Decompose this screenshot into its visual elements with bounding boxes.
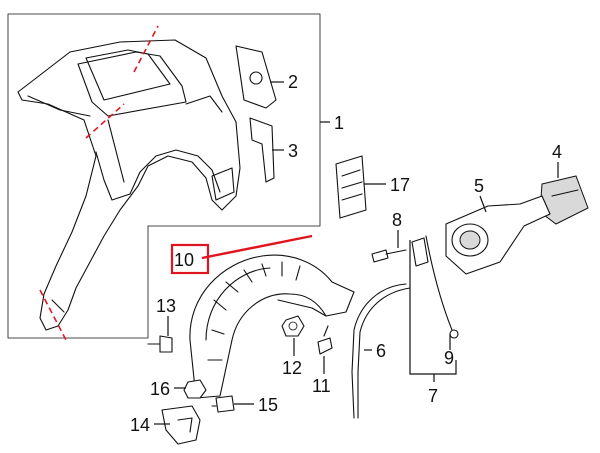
part-6-seal-inner <box>357 287 411 419</box>
callout-7: 7 <box>428 386 438 406</box>
callout-17: 17 <box>390 175 410 195</box>
part-8-screw <box>371 249 407 263</box>
callout-1: 1 <box>334 113 344 133</box>
part-15-screw <box>211 395 235 413</box>
callout-6: 6 <box>376 341 386 361</box>
part-12-nut <box>281 315 305 337</box>
callout-9: 9 <box>444 348 454 368</box>
callout-16: 16 <box>150 379 170 399</box>
part-4-fuel-door <box>539 175 589 225</box>
part-6-seal <box>351 283 407 419</box>
part-16-nut <box>183 379 207 399</box>
callout-5: 5 <box>474 176 484 196</box>
callout-13: 13 <box>156 296 176 316</box>
callout-11: 11 <box>312 376 331 396</box>
part-3-reinforcement <box>249 117 275 183</box>
part-9-cable <box>411 235 459 339</box>
quarter-panel <box>17 39 241 331</box>
part-10-wheelhouse-liner <box>189 254 355 399</box>
callout-4: 4 <box>552 142 562 162</box>
inset-frame <box>7 13 321 339</box>
cut-line-pillar <box>85 103 125 139</box>
callout-10: 10 <box>174 250 194 270</box>
part-5-fuel-housing <box>445 195 551 275</box>
part-14-bracket <box>161 405 201 445</box>
highlight-box-10 <box>170 243 210 275</box>
part-2-bracket <box>235 45 277 109</box>
callout-8: 8 <box>392 210 402 230</box>
callout-15: 15 <box>258 395 278 415</box>
highlight-pointer-10 <box>201 234 313 260</box>
callout-14: 14 <box>130 415 150 435</box>
callout-3: 3 <box>288 141 298 161</box>
cut-line-top <box>133 25 159 73</box>
leader-lines <box>154 81 559 425</box>
callout-12: 12 <box>282 358 302 378</box>
part-17-vent <box>335 155 367 219</box>
callout-2: 2 <box>288 72 298 92</box>
part-11-bolt <box>317 325 333 355</box>
part-13-bolt <box>147 335 173 353</box>
